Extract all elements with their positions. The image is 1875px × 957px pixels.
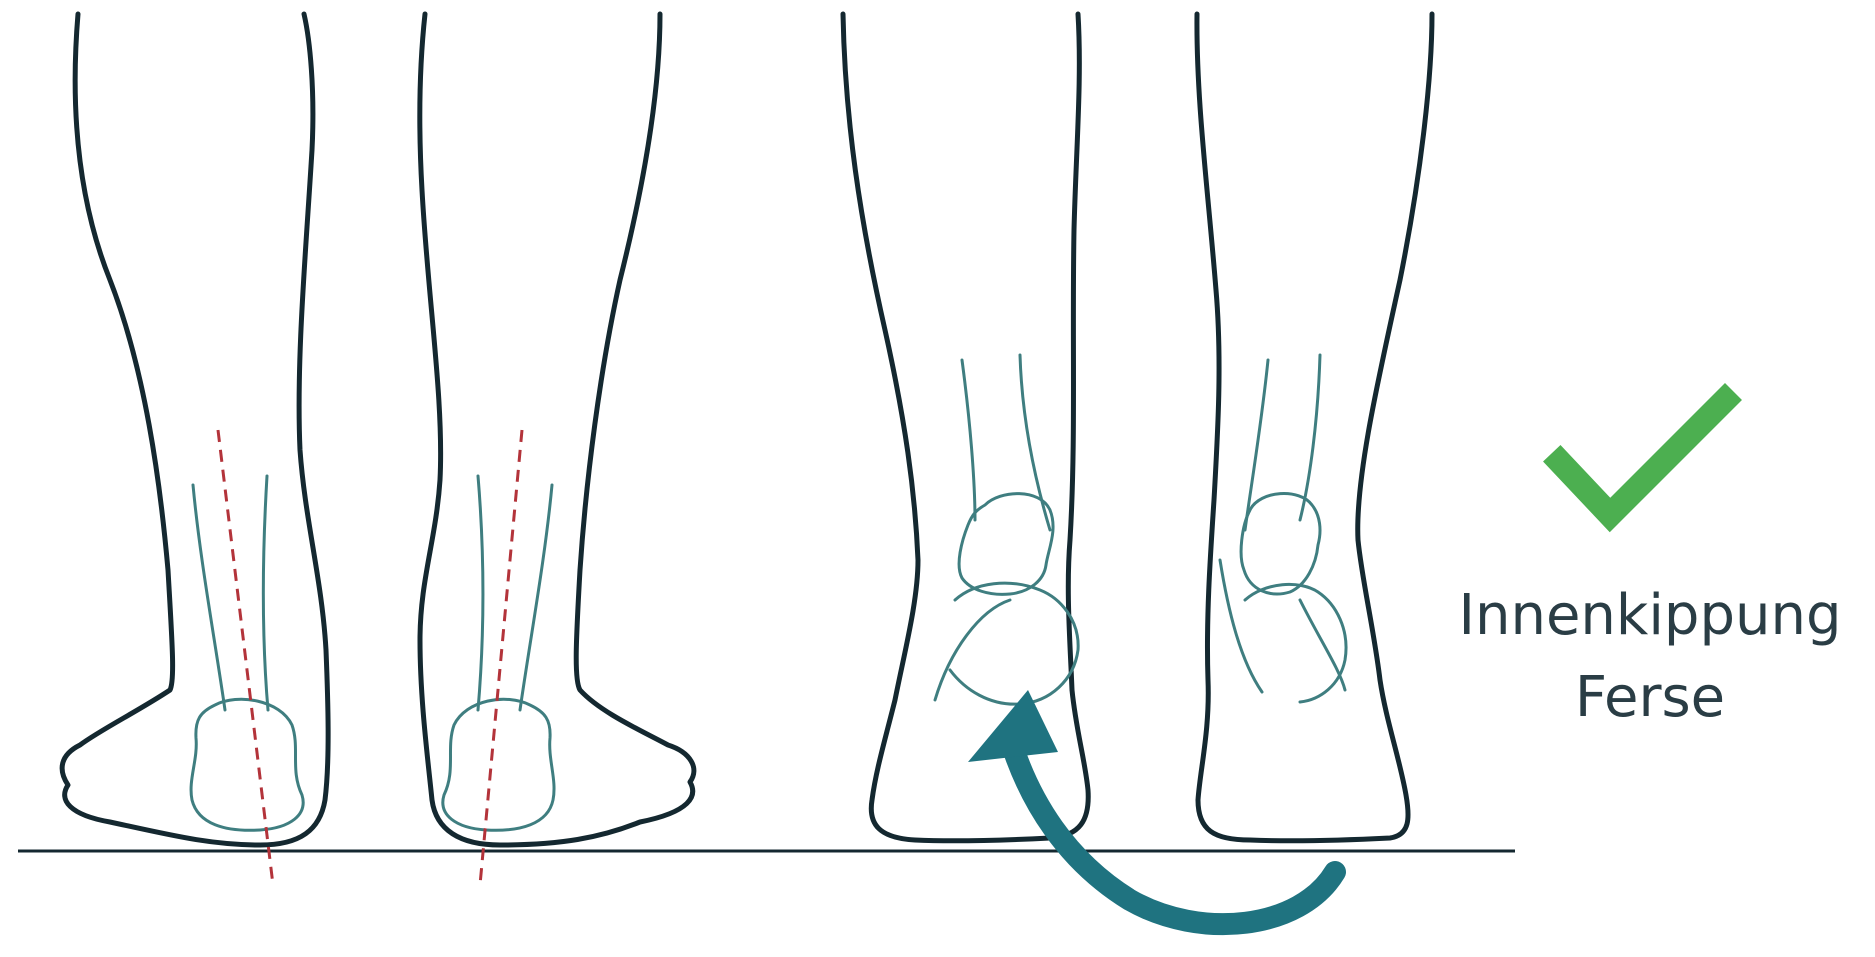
arrow-shaft — [1012, 745, 1335, 924]
caption-line-2: Ferse — [1420, 670, 1875, 726]
heel-bone — [443, 699, 554, 830]
leg-outline — [843, 14, 1088, 841]
tendon-line — [193, 485, 225, 710]
tendon-line — [1245, 360, 1268, 530]
tendon-line — [520, 485, 552, 710]
heel-bone — [1245, 584, 1346, 702]
tendon-line — [263, 476, 268, 710]
tendon-line — [935, 600, 1010, 700]
curved-arrow-icon — [968, 690, 1335, 924]
tendon-line — [1300, 355, 1320, 520]
arrow-head — [968, 690, 1058, 762]
checkmark-icon — [1560, 400, 1725, 515]
heel-bone — [950, 583, 1078, 704]
tendon-line — [1220, 560, 1262, 692]
heel-bone — [959, 494, 1053, 595]
tendon-line — [962, 360, 975, 520]
left-pair-feet — [62, 14, 694, 845]
tendon-line — [478, 476, 483, 710]
right-pair-bones — [935, 355, 1346, 704]
leg-outline — [420, 14, 694, 845]
right-pair-feet — [843, 14, 1432, 841]
caption-line-1: Innenkippung — [1420, 588, 1875, 644]
heel-bone — [1241, 494, 1320, 594]
heel-bone — [191, 699, 303, 830]
heel-axis-line — [480, 430, 522, 885]
